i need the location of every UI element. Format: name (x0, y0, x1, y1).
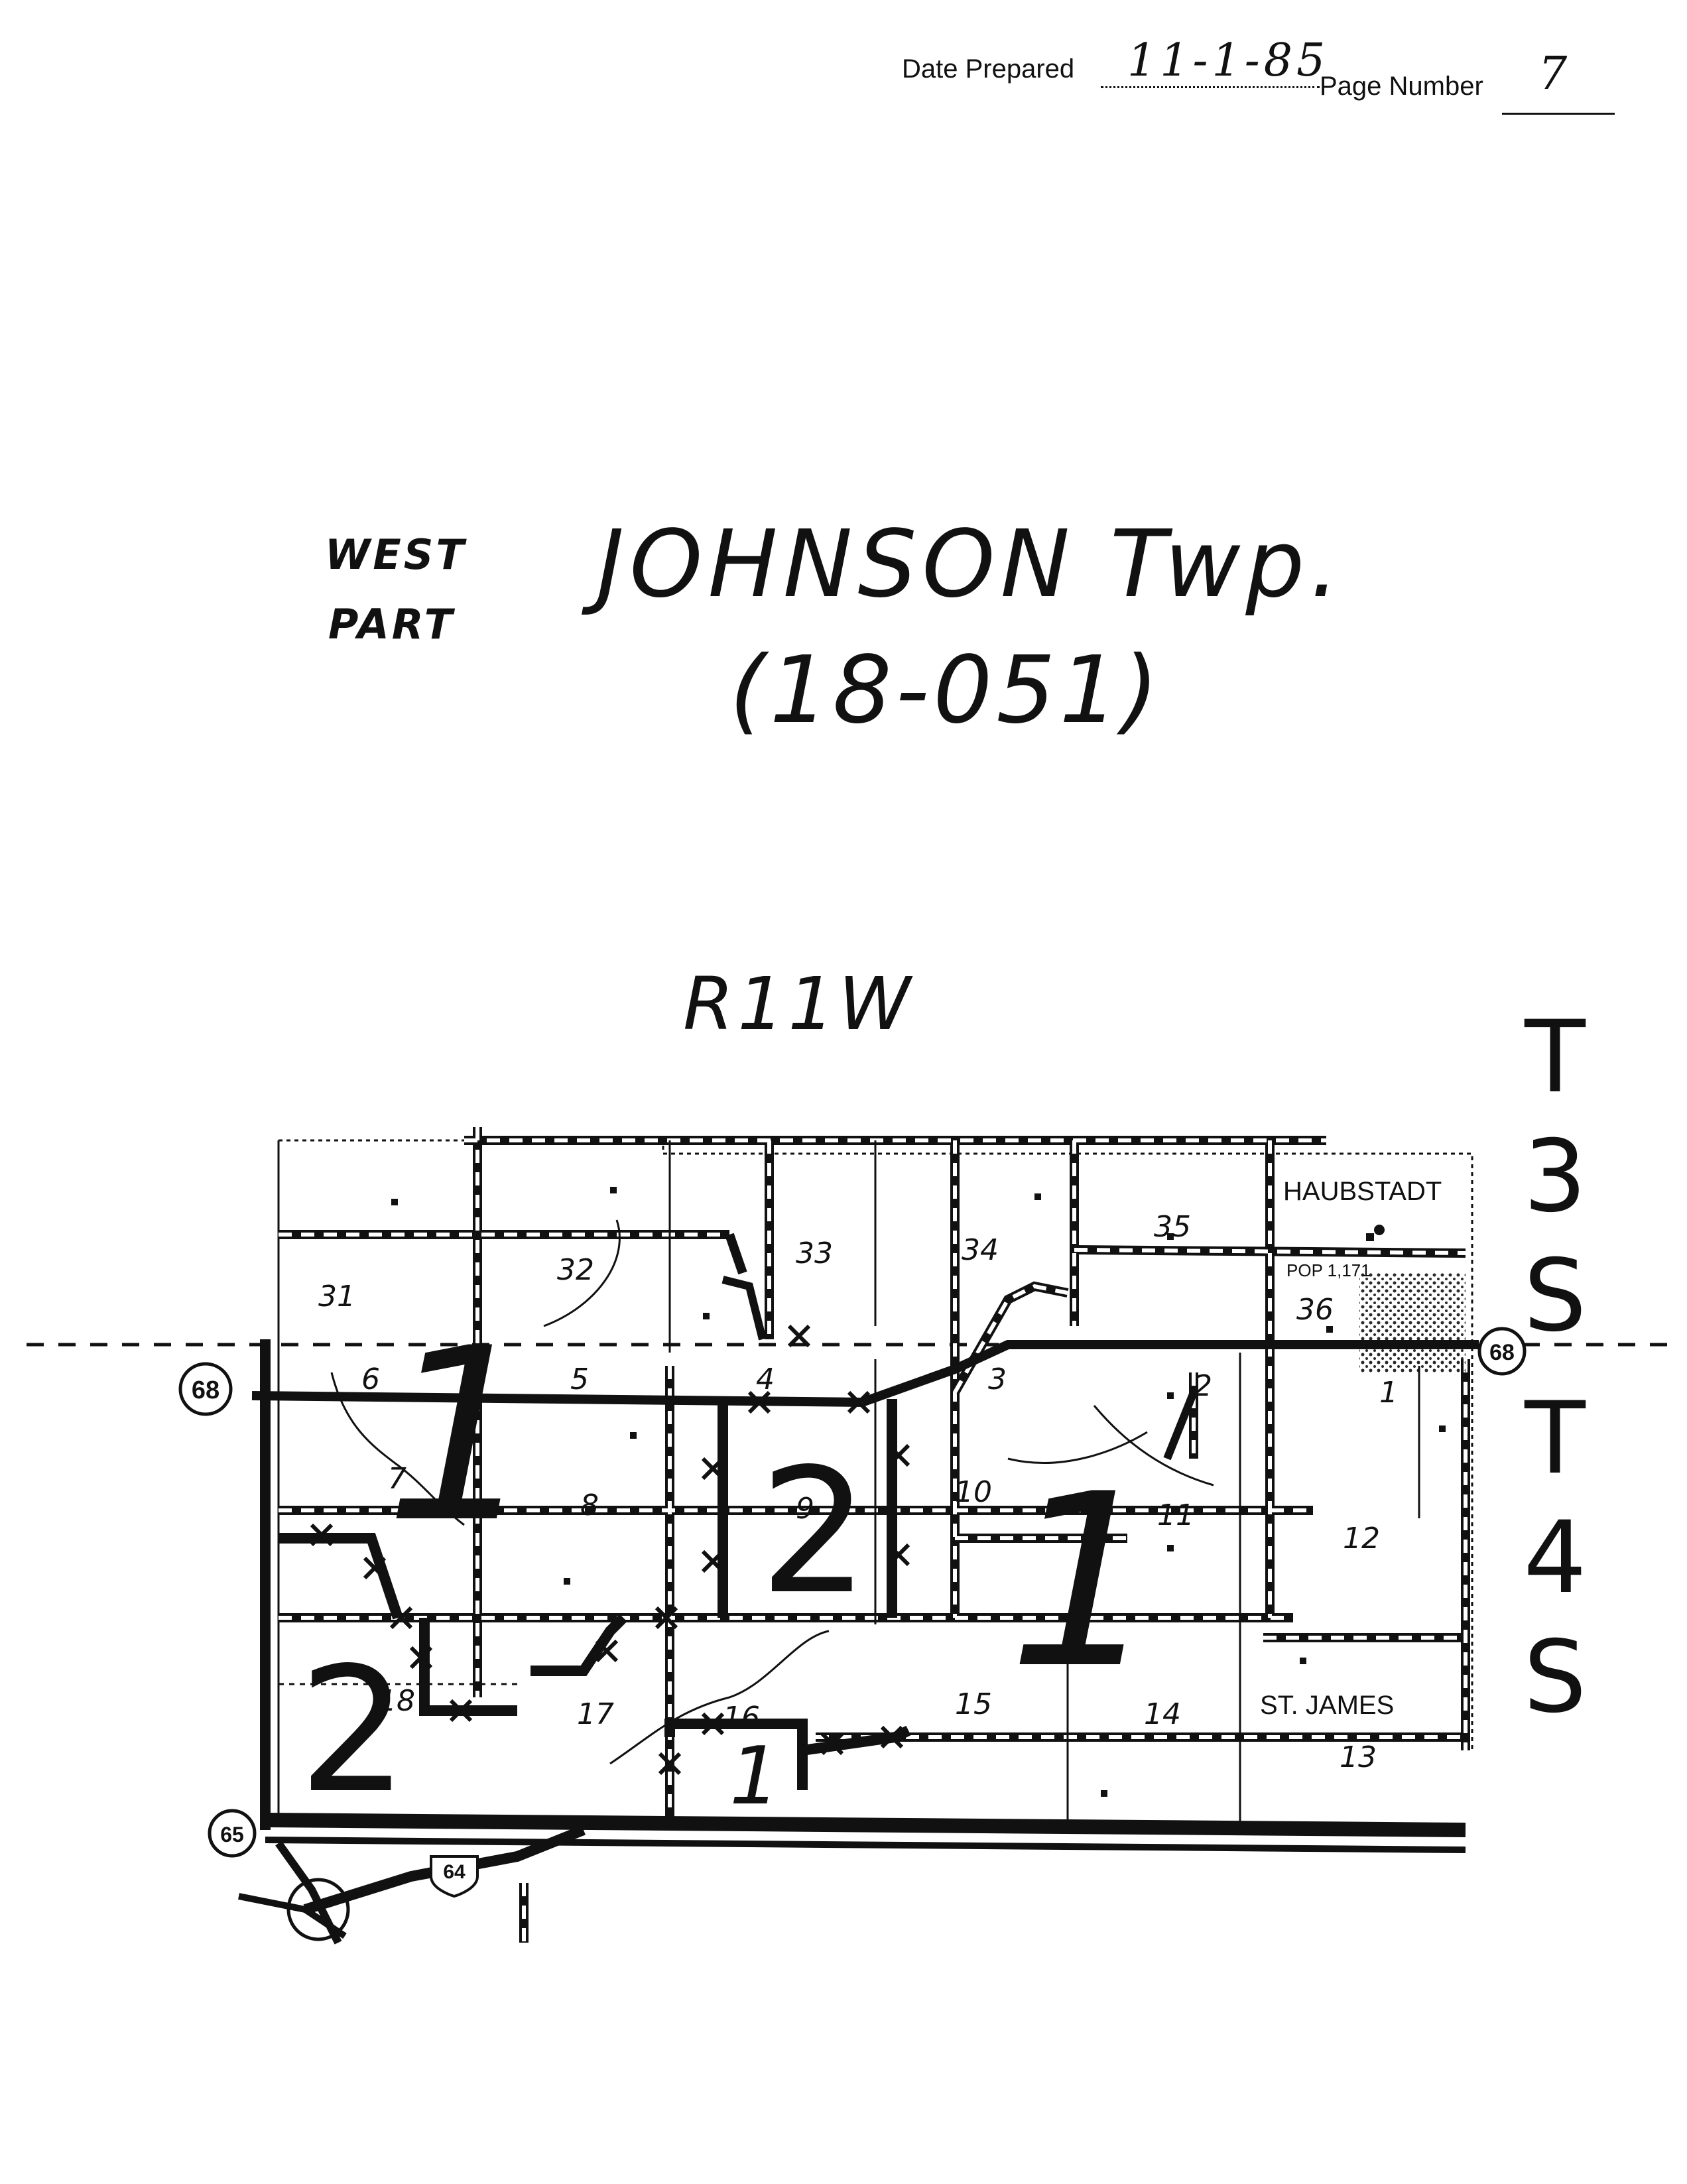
district-label-b: 2 (759, 1432, 869, 1632)
section-17: 17 (577, 1697, 614, 1731)
header: Date Prepared 11-1-85 Page Number 7 (902, 34, 1631, 119)
route-65-number: 65 (220, 1823, 244, 1847)
range-label: R11W (683, 961, 915, 1046)
structure-marks (391, 1187, 1446, 1797)
section-31: 31 (318, 1280, 355, 1313)
township-north-t: T (1525, 1000, 1586, 1115)
place-haubstadt: HAUBSTADT (1283, 1177, 1442, 1206)
township-name: JOHNSON Twp. (597, 511, 1345, 619)
section-18: 18 (378, 1684, 415, 1718)
haubstadt-town-area (1359, 1273, 1466, 1372)
section-2: 2 (1194, 1369, 1212, 1403)
section-34: 34 (962, 1233, 999, 1267)
township-south-t: T (1525, 1381, 1586, 1496)
district-label-a: 1 (385, 1297, 536, 1575)
section-numbers: 31 32 33 34 35 36 6 5 4 3 2 1 7 8 9 10 1… (318, 1210, 1398, 1774)
section-35: 35 (1154, 1210, 1191, 1244)
section-13: 13 (1340, 1740, 1377, 1774)
township-north-num: 3 (1523, 1119, 1587, 1235)
route-65-shield: 65 (208, 1809, 257, 1858)
district-label-c: 1 (1008, 1443, 1160, 1721)
page-number-value: 7 (1538, 48, 1572, 100)
place-st-james: ST. JAMES (1260, 1691, 1394, 1720)
area-line-1: WEST (325, 530, 467, 579)
section-16: 16 (723, 1701, 760, 1734)
district-crossing-marks (310, 1324, 910, 1776)
township-code: (18-051) (729, 637, 1163, 745)
interstate-64-number: 64 (443, 1861, 466, 1883)
section-15: 15 (955, 1687, 992, 1721)
district-numbers: 1 2 1 2 1 (298, 1297, 1160, 1831)
section-12: 12 (1343, 1522, 1380, 1555)
section-8: 8 (580, 1488, 599, 1522)
district-label-d: 2 (298, 1631, 408, 1831)
section-33: 33 (796, 1237, 833, 1270)
section-4: 4 (756, 1363, 775, 1396)
page-number-label: Page Number (1320, 72, 1483, 101)
section-9: 9 (796, 1492, 814, 1526)
interstate-64-shield: 64 (430, 1855, 479, 1898)
township-south-label: T 4 S (1519, 1379, 1592, 1737)
route-68-east-shield: 68 (1477, 1327, 1527, 1376)
area-line-2: PART (328, 600, 455, 648)
date-prepared-label: Date Prepared (902, 54, 1075, 84)
section-7: 7 (388, 1462, 406, 1496)
section-36: 36 (1296, 1293, 1334, 1327)
section-1: 1 (1379, 1376, 1398, 1410)
township-north-s: S (1523, 1239, 1587, 1354)
township-north-label: T 3 S (1519, 998, 1592, 1356)
district-label-e: 1 (729, 1730, 780, 1823)
district-boundaries (260, 1339, 911, 1830)
page-underline (1502, 113, 1615, 115)
date-underline (1101, 86, 1320, 88)
county-roads (279, 1127, 1470, 1943)
route-68-west-shield: 68 (178, 1362, 233, 1416)
section-14: 14 (1144, 1697, 1181, 1731)
section-32: 32 (557, 1253, 594, 1287)
route-68-west-number: 68 (192, 1376, 219, 1404)
section-5: 5 (570, 1363, 589, 1396)
township-south-num: 4 (1523, 1500, 1587, 1616)
township-south-s: S (1523, 1620, 1587, 1735)
section-11: 11 (1157, 1498, 1194, 1532)
section-3: 3 (988, 1363, 1007, 1396)
date-prepared-value: 11-1-85 (1127, 34, 1330, 87)
section-6: 6 (361, 1363, 380, 1396)
route-68-east-number: 68 (1489, 1340, 1515, 1365)
section-lines (279, 1140, 1420, 1830)
interstate-64 (238, 1813, 1466, 1945)
population-label: POP 1,171 (1286, 1260, 1371, 1280)
section-10: 10 (955, 1475, 992, 1509)
